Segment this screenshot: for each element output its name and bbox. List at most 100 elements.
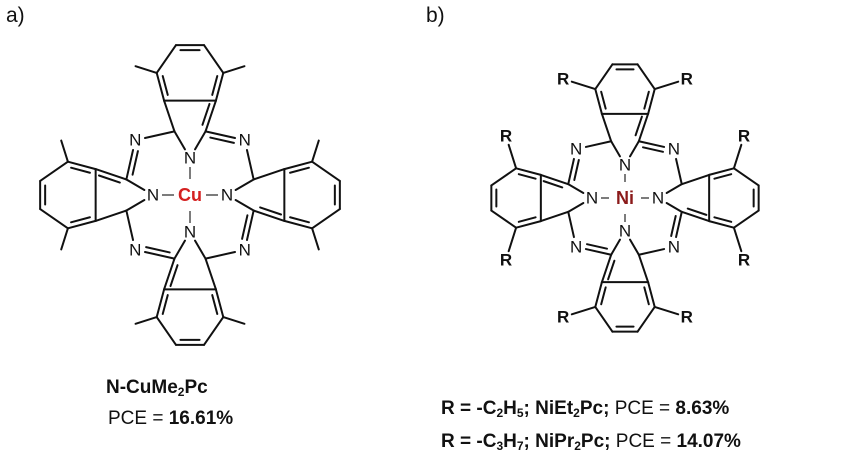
left-pyrrole-bond-3 (539, 210, 570, 223)
bottom-benzo-bond-5-inner (161, 294, 169, 315)
meso-ne-nitrogen: N (239, 131, 251, 150)
bottom-benzo-bond-1-inner (643, 286, 650, 306)
right-pyrrole-bond-1 (665, 183, 683, 194)
meso-sw-nitrogen: N (570, 237, 582, 256)
right-methyl-bond-1 (311, 139, 320, 163)
top-benzo-bond-5 (214, 71, 225, 102)
bottom-substituent-r-2: R (557, 308, 569, 327)
meso-ne-bond (204, 130, 237, 140)
panel-a-label: a) (6, 4, 25, 27)
bottom-pyrrole-bond-2 (173, 239, 186, 260)
bottom-pyrrole-bond-3 (637, 253, 650, 284)
left-substituent-bond-2 (507, 143, 518, 170)
top-pyrrole-bond-4 (637, 112, 650, 143)
left-pyrrole-bond-4 (539, 173, 570, 186)
meso-nw-bond-inner (573, 159, 580, 181)
left-ring-nitrogen: N (147, 186, 159, 205)
left-benzo-bond-5-inner (70, 166, 91, 174)
left-benzo-bond-5 (66, 160, 97, 171)
top-benzo-bond-5 (647, 88, 656, 115)
compound-b2-caption: R = -C3H7; NiPr2Pc; PCE = 14.07% (441, 431, 741, 453)
left-substituent-r-1: R (500, 250, 512, 269)
bottom-benzo-bond-1-inner (211, 294, 219, 315)
left-pyrrole-bond-1 (125, 199, 146, 212)
bottom-pyrrole-bond-3 (204, 257, 217, 291)
top-substituent-bond-1 (570, 80, 597, 91)
left-methyl-bond-1 (60, 227, 69, 251)
right-benzo-bond-1 (283, 160, 314, 171)
right-benzo-bond-1-inner (713, 173, 733, 180)
left-meso-bond-1 (125, 209, 135, 242)
left-pyrrole-bond-4 (94, 168, 128, 181)
meso-se-bond (675, 210, 683, 239)
meso-nw-bond (125, 148, 135, 181)
right-pyrrole-bond-4-inner (259, 206, 283, 216)
right-benzo-bond-5-inner (713, 216, 733, 223)
top-benzo-bond-1-inner (600, 90, 607, 110)
top-benzo-bond-4 (203, 44, 225, 74)
top-ring-nitrogen: N (619, 156, 631, 175)
bottom-meso-bond-1 (204, 250, 237, 260)
left-substituent-bond-1 (507, 226, 518, 253)
right-meso-bond-1 (245, 148, 255, 181)
top-benzo-bond-2 (594, 63, 614, 91)
right-pyrrole-bond-1 (234, 178, 255, 191)
panel-b-label: b) (426, 4, 445, 27)
right-substituent-r-2: R (738, 250, 750, 269)
bottom-substituent-bond-2 (570, 305, 597, 316)
top-pyrrole-bond-3 (600, 112, 613, 143)
right-benzo-bond-1-inner (289, 166, 310, 174)
right-substituent-r-1: R (738, 127, 750, 146)
meso-sw-bond (143, 250, 176, 260)
left-methyl-bond-2 (60, 139, 69, 163)
left-pyrrole-bond-3 (94, 209, 128, 222)
central-metal-ni: Ni (616, 188, 634, 208)
bottom-methyl-bond-2 (134, 316, 158, 325)
compound-b1-caption: R = -C2H5; NiEt2Pc; PCE = 8.63% (441, 398, 730, 420)
top-pyrrole-bond-3 (163, 99, 176, 133)
right-pyrrole-bond-2 (234, 199, 255, 212)
right-ring-nitrogen: N (221, 186, 233, 205)
meso-ne-bond-inner (209, 136, 235, 144)
top-pyrrole-bond-2 (194, 130, 207, 151)
bottom-substituent-r-1: R (681, 308, 693, 327)
top-benzo-bond-5-inner (211, 75, 219, 96)
right-benzo-bond-5 (283, 219, 314, 230)
bottom-methyl-bond-1 (222, 316, 246, 325)
left-pyrrole-bond-2 (567, 183, 585, 194)
bottom-benzo-bond-1 (647, 281, 656, 308)
left-meso-bond-1 (567, 210, 575, 239)
top-pyrrole-bond-1 (173, 130, 186, 151)
meso-ne-bond (637, 140, 666, 148)
left-benzo-bond-1 (66, 219, 97, 230)
top-ring-nitrogen: N (184, 149, 196, 168)
top-pyrrole-bond-4-inner (201, 102, 211, 126)
left-pyrrole-bond-2 (125, 178, 146, 191)
right-benzo-bond-1 (708, 167, 735, 176)
left-benzo-bond-4 (39, 160, 69, 182)
bottom-ring-nitrogen: N (184, 223, 196, 242)
bottom-benzo-bond-2 (203, 316, 225, 346)
meso-se-bond-inner (241, 214, 249, 240)
meso-sw-bond-inner (145, 246, 171, 254)
left-pyrrole-bond-4-inner (97, 174, 121, 184)
left-pyrrole-bond-1 (567, 202, 585, 213)
top-substituent-r-1: R (557, 69, 569, 88)
right-benzo-bond-2 (732, 167, 760, 187)
bottom-benzo-bond-5 (594, 281, 603, 308)
top-pyrrole-bond-4-inner (634, 115, 643, 137)
right-substituent-bond-1 (732, 143, 743, 170)
bottom-benzo-bond-4 (594, 305, 614, 333)
meso-sw-bond (584, 248, 613, 256)
left-ring-nitrogen: N (586, 189, 598, 208)
left-benzo-bond-2 (490, 209, 518, 229)
bottom-ring-nitrogen: N (619, 222, 631, 241)
right-substituent-bond-2 (732, 226, 743, 253)
top-meso-bond-1 (143, 130, 176, 140)
top-meso-bond-1 (584, 140, 613, 148)
bottom-pyrrole-bond-4-inner (607, 259, 616, 281)
meso-sw-bond-inner (586, 243, 608, 250)
